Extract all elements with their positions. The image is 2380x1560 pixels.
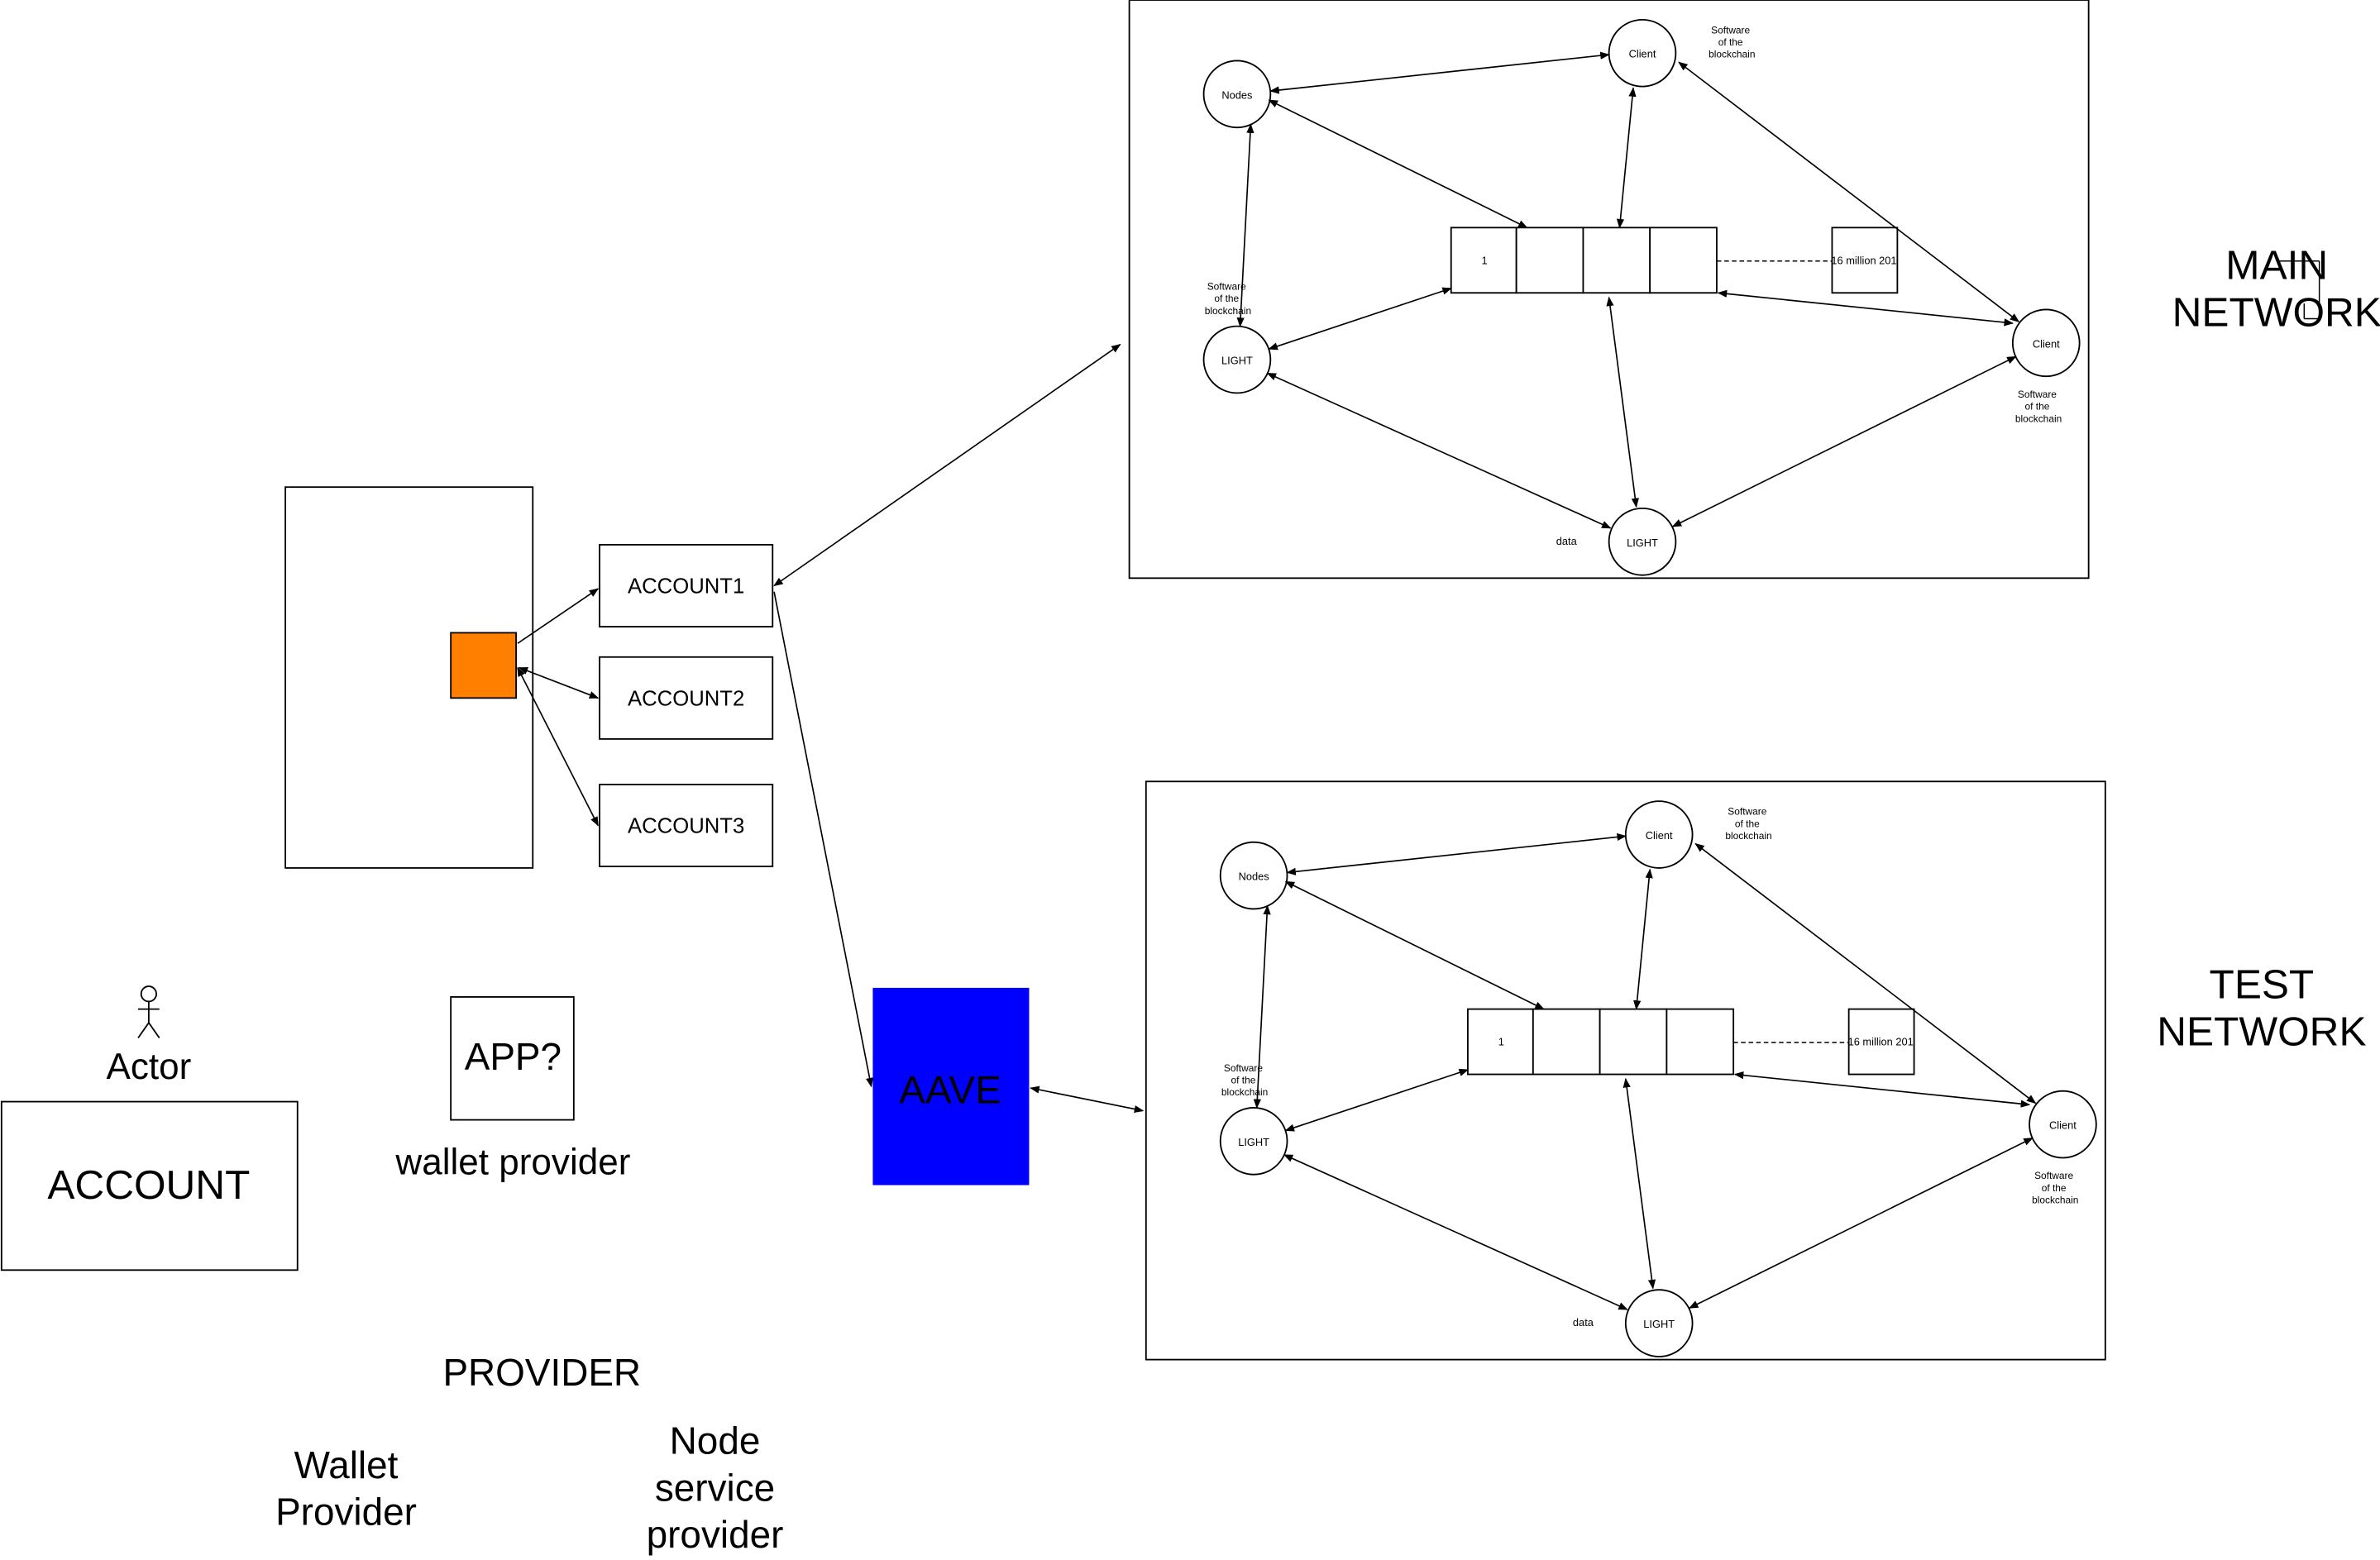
light-label: LIGHT — [1238, 1136, 1269, 1148]
block — [1515, 227, 1584, 294]
edge-account1-aave — [773, 591, 874, 1088]
account-label-large: ACCOUNT — [47, 1162, 250, 1208]
aave-box: AAVE — [872, 987, 1030, 1186]
block-last-label: 16 million 201 — [1831, 254, 1896, 266]
account-label: ACCOUNT1 — [628, 575, 744, 599]
data-label: data — [1573, 1316, 1594, 1329]
account-box: ACCOUNT — [0, 1100, 299, 1271]
wallet-provider-label: wallet provider — [394, 1143, 630, 1183]
node-service-provider-line1: Node — [670, 1419, 761, 1462]
account-box-3: ACCOUNT3 — [599, 784, 774, 867]
svg-text:NETWORK: NETWORK — [2157, 1009, 2366, 1055]
provider-label: PROVIDER — [442, 1351, 641, 1394]
light-circle-bottom — [1608, 507, 1677, 576]
app-box: APP? — [450, 996, 575, 1121]
block — [1599, 1008, 1668, 1076]
block — [1450, 227, 1517, 294]
node-service-provider-line2: service — [655, 1466, 775, 1509]
software-annotation-left: Software of the blockchain — [1205, 281, 1251, 317]
aave-label: AAVE — [899, 1068, 1001, 1112]
client-circle-right — [2011, 308, 2081, 378]
wallet-provider-title-line1: Wallet — [294, 1443, 399, 1486]
actor-icon — [137, 985, 160, 1039]
account-box-1: ACCOUNT1 — [599, 544, 774, 627]
app-icon — [450, 632, 517, 699]
main-network-panel: 1 16 million 201 Nodes Client Client LIG… — [1128, 0, 2090, 580]
light-label: LIGHT — [1627, 537, 1658, 549]
account-box-2: ACCOUNT2 — [599, 656, 774, 740]
data-label: data — [1556, 535, 1578, 547]
light-label: LIGHT — [1643, 1318, 1675, 1330]
svg-text:TEST: TEST — [2210, 961, 2315, 1008]
main-network-label: MAIN NETWORK — [2172, 242, 2380, 336]
block-last-label: 16 million 201 — [1848, 1036, 1914, 1048]
light-circle-bottom — [1624, 1289, 1694, 1357]
test-network-label: TEST NETWORK — [2157, 961, 2366, 1055]
label-handle-icon — [2277, 260, 2320, 320]
block-first-label: 1 — [1482, 254, 1488, 266]
account-label: ACCOUNT2 — [628, 688, 744, 711]
client-circle-right — [2029, 1090, 2097, 1159]
edge-app-account3 — [517, 666, 599, 827]
edge-aave-test-network — [1030, 1085, 1145, 1114]
software-annotation-right: Software of the blockchain — [2032, 1170, 2078, 1205]
block — [1666, 1008, 1735, 1076]
client-label: Client — [2049, 1119, 2077, 1132]
block-first-label: 1 — [1498, 1036, 1504, 1048]
client-label: Client — [2033, 337, 2060, 350]
block — [1532, 1008, 1601, 1076]
client-label: Client — [1629, 48, 1656, 60]
app-label: APP? — [465, 1035, 562, 1078]
edge-account1-main-network — [773, 343, 1121, 587]
nodes-label: Nodes — [1239, 871, 1269, 883]
software-annotation-top: Software of the blockchain — [1709, 24, 1755, 60]
nodes-label: Nodes — [1221, 88, 1252, 101]
test-network-panel: 1 16 million 201 Nodes Client Client LIG… — [1145, 780, 2106, 1361]
actor-label: Actor — [106, 1047, 191, 1087]
node-service-provider-line3: provider — [647, 1513, 784, 1556]
svg-text:NETWORK: NETWORK — [2172, 289, 2380, 336]
svg-text:MAIN: MAIN — [2225, 242, 2328, 289]
account-label: ACCOUNT3 — [628, 815, 744, 838]
software-annotation-left: Software of the blockchain — [1221, 1062, 1268, 1098]
wallet-provider-title-line2: Provider — [275, 1491, 417, 1534]
block — [1467, 1008, 1534, 1076]
edge-app-account1 — [517, 588, 600, 644]
light-label: LIGHT — [1221, 355, 1253, 367]
software-annotation-top: Software of the blockchain — [1725, 806, 1771, 842]
block — [1582, 227, 1651, 294]
software-annotation-right: Software of the blockchain — [2015, 389, 2062, 424]
block — [1649, 227, 1718, 294]
client-label: Client — [1646, 829, 1673, 842]
